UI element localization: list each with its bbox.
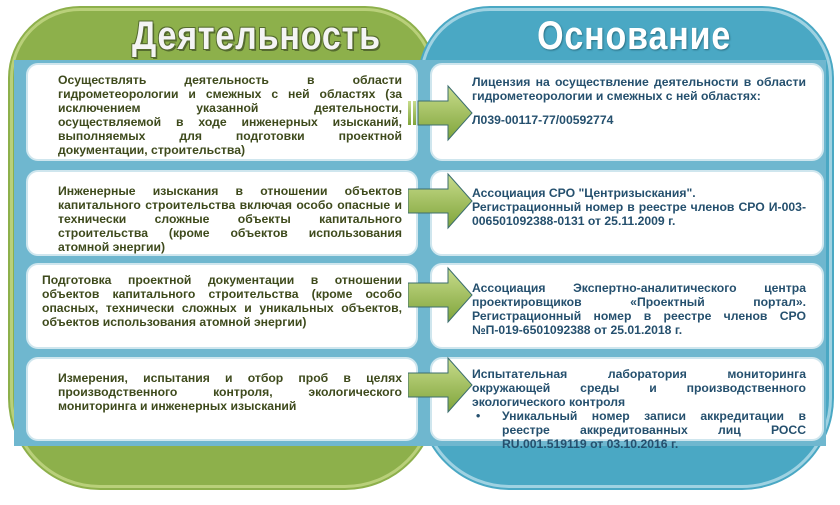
activity-box: Осуществлять деятельность в области гидр… <box>26 63 418 161</box>
basis-box: Ассоциация Экспертно-аналитического цент… <box>430 263 824 349</box>
basis-text: Лицензия на осуществление деятельности в… <box>472 75 806 103</box>
arrow-right-icon <box>408 84 473 142</box>
basis-box: Ассоциация СРО "Центризыскания". Регистр… <box>430 170 824 256</box>
basis-box: Испытательная лаборатория мониторинга ок… <box>430 357 824 451</box>
activity-header: Деятельность <box>131 14 381 58</box>
basis-text: Ассоциация Экспертно-аналитического цент… <box>472 281 806 337</box>
accreditation-bullet: Уникальный номер записи аккредитации в р… <box>472 409 806 451</box>
basis-header: Основание <box>537 14 732 58</box>
arrow-right-icon <box>408 356 473 414</box>
basis-text: Испытательная лаборатория мониторинга ок… <box>472 367 806 409</box>
basis-text: Регистрационный номер в реестре членов С… <box>472 200 806 228</box>
arrow-right-icon <box>408 266 473 324</box>
basis-box: Лицензия на осуществление деятельности в… <box>430 63 824 161</box>
license-number: Л039-00117-77/00592774 <box>472 113 614 127</box>
activity-box: Подготовка проектной документации в отно… <box>26 263 418 349</box>
basis-text: Ассоциация СРО "Центризыскания". <box>472 186 696 200</box>
activity-box: Измерения, испытания и отбор проб в целя… <box>26 357 418 441</box>
arrow-right-icon <box>408 172 473 230</box>
activity-box: Инженерные изыскания в отношении объекто… <box>26 170 418 256</box>
